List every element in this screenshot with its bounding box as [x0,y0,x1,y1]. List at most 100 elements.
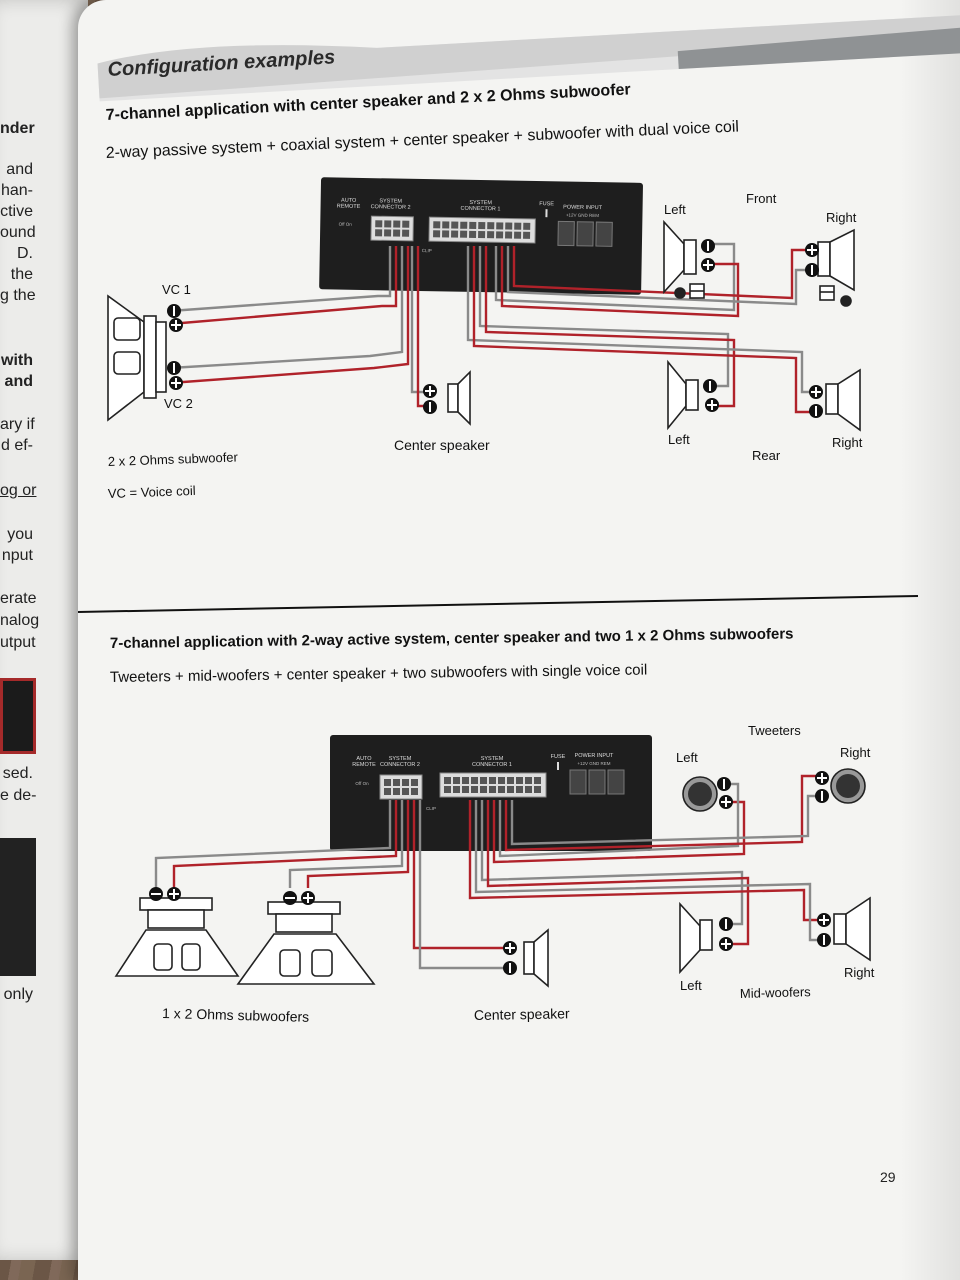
svg-text:AUTO: AUTO [356,756,372,762]
svg-text:AUTO: AUTO [341,198,357,204]
page-number: 29 [880,1169,896,1185]
svg-text:SYSTEM: SYSTEM [379,198,402,204]
manual-page: Configuration examples 7-channel applica… [78,0,960,1280]
subwoofer-2 [236,901,376,985]
amplifier-1: AUTO REMOTE SYSTEM CONNECTOR 2 Off On CL… [319,177,643,295]
terminal-icon [149,887,181,901]
left-page-line: d ef- [0,437,33,454]
svg-text:CONNECTOR 1: CONNECTOR 1 [472,762,512,768]
left-page-line: utput [0,634,36,651]
left-page-line: ary if [0,416,35,433]
left-page-line: nder [0,120,35,137]
left-page-image [0,838,36,976]
left-page-line: nalog [0,612,40,629]
terminal-icon [283,891,315,905]
midwoofers-label: Mid-woofers [740,984,812,1001]
subwoofer-dual-vc [107,294,167,422]
svg-text:SYSTEM: SYSTEM [469,200,492,206]
svg-text:+12V GND REM: +12V GND REM [577,761,610,766]
front-left-speaker [663,219,705,299]
wires-diagram2 [154,774,820,970]
subwoofer-1 [114,897,240,977]
subwoofer-label: 2 x 2 Ohms subwoofer [108,449,239,469]
diagram2-subtitle: Tweeters + mid-woofers + center speaker … [110,661,648,686]
left-page-line: you [7,526,33,543]
svg-text:SYSTEM: SYSTEM [481,756,504,762]
page-svg: Configuration examples 7-channel applica… [78,14,960,1185]
left-page-line: nput [1,547,33,564]
vc1-label: VC 1 [162,282,191,297]
center-speaker-label-2: Center speaker [474,1005,570,1023]
left-page-line: and [4,373,33,390]
svg-text:CLIP: CLIP [426,806,436,811]
rear-left-speaker [667,359,699,431]
terminal-icon [717,777,733,809]
vc2-label: VC 2 [164,396,193,411]
center-speaker-2 [523,928,549,988]
svg-text:CLIP: CLIP [422,248,432,253]
terminal-icon [719,917,733,951]
front-left-label: Left [664,202,686,217]
diagram2-title: 7-channel application with 2-way active … [110,625,794,652]
tweeter-right-label: Right [840,745,871,760]
diagram1-subtitle: 2-way passive system + coaxial system + … [105,118,739,162]
midwoofer-left [679,901,713,975]
tweeter-right [830,768,866,804]
terminal-icon [701,239,715,272]
section-divider [78,595,919,613]
left-page-line: only [3,986,33,1003]
svg-text:REMOTE: REMOTE [337,204,361,210]
terminal-icon [167,304,183,390]
terminal-icon [425,386,435,412]
left-page: nder and han- ctive ound D. the g the wi… [0,0,88,1260]
subwoofers-label: 1 x 2 Ohms subwoofers [162,1005,309,1025]
svg-text:POWER INPUT: POWER INPUT [575,753,614,759]
left-page-line: D. [17,245,33,262]
svg-text:CONNECTOR 1: CONNECTOR 1 [461,206,501,213]
rear-right-speaker [825,368,861,432]
amplifier-2: AUTO REMOTE SYSTEM CONNECTOR 2 Off On CL… [330,735,652,851]
left-page-line: g the [0,287,36,304]
tweeter-left-label: Left [676,750,698,765]
svg-text:+12V GND REM: +12V GND REM [566,213,599,219]
midwoofer-right-label: Right [844,965,875,980]
terminal-icon [809,385,823,418]
svg-text:FUSE: FUSE [551,754,566,760]
terminal-icon [805,243,819,277]
left-page-line: ctive [0,203,33,220]
svg-text:Off On: Off On [339,222,353,227]
left-page-line: with [1,352,33,369]
midwoofer-left-label: Left [680,978,702,993]
left-page-line: sed. [2,765,33,782]
center-speaker-label-1: Center speaker [394,437,490,453]
left-page-line: the [10,266,33,283]
front-label: Front [746,191,777,206]
svg-text:CONNECTOR 2: CONNECTOR 2 [371,204,411,211]
terminal-icon [815,771,829,803]
vc-note: VC = Voice coil [108,483,196,501]
tweeter-left [682,776,718,812]
svg-text:Off On: Off On [355,781,369,786]
terminal-icon [503,941,517,975]
left-page-line: han- [0,182,33,199]
left-page-line: e de- [0,787,37,804]
terminal-icon [817,913,831,947]
svg-text:POWER INPUT: POWER INPUT [563,204,603,211]
left-page-line: og or [0,482,37,499]
wires-diagram1 [169,242,814,414]
rear-label: Rear [752,448,781,463]
left-page-image [0,678,36,754]
rear-right-label: Right [832,435,863,450]
terminal-icon [703,379,719,412]
svg-text:FUSE: FUSE [539,201,554,207]
svg-text:SYSTEM: SYSTEM [389,756,412,762]
left-page-line: ound [0,224,36,241]
left-page-line: and [6,161,33,178]
page-shade [900,0,960,1280]
header-bar [97,14,960,102]
tweeters-label: Tweeters [748,723,801,738]
svg-text:CONNECTOR 2: CONNECTOR 2 [380,762,420,768]
front-right-speaker [817,228,855,307]
rear-left-label: Left [668,432,690,447]
center-speaker-1 [423,370,471,426]
